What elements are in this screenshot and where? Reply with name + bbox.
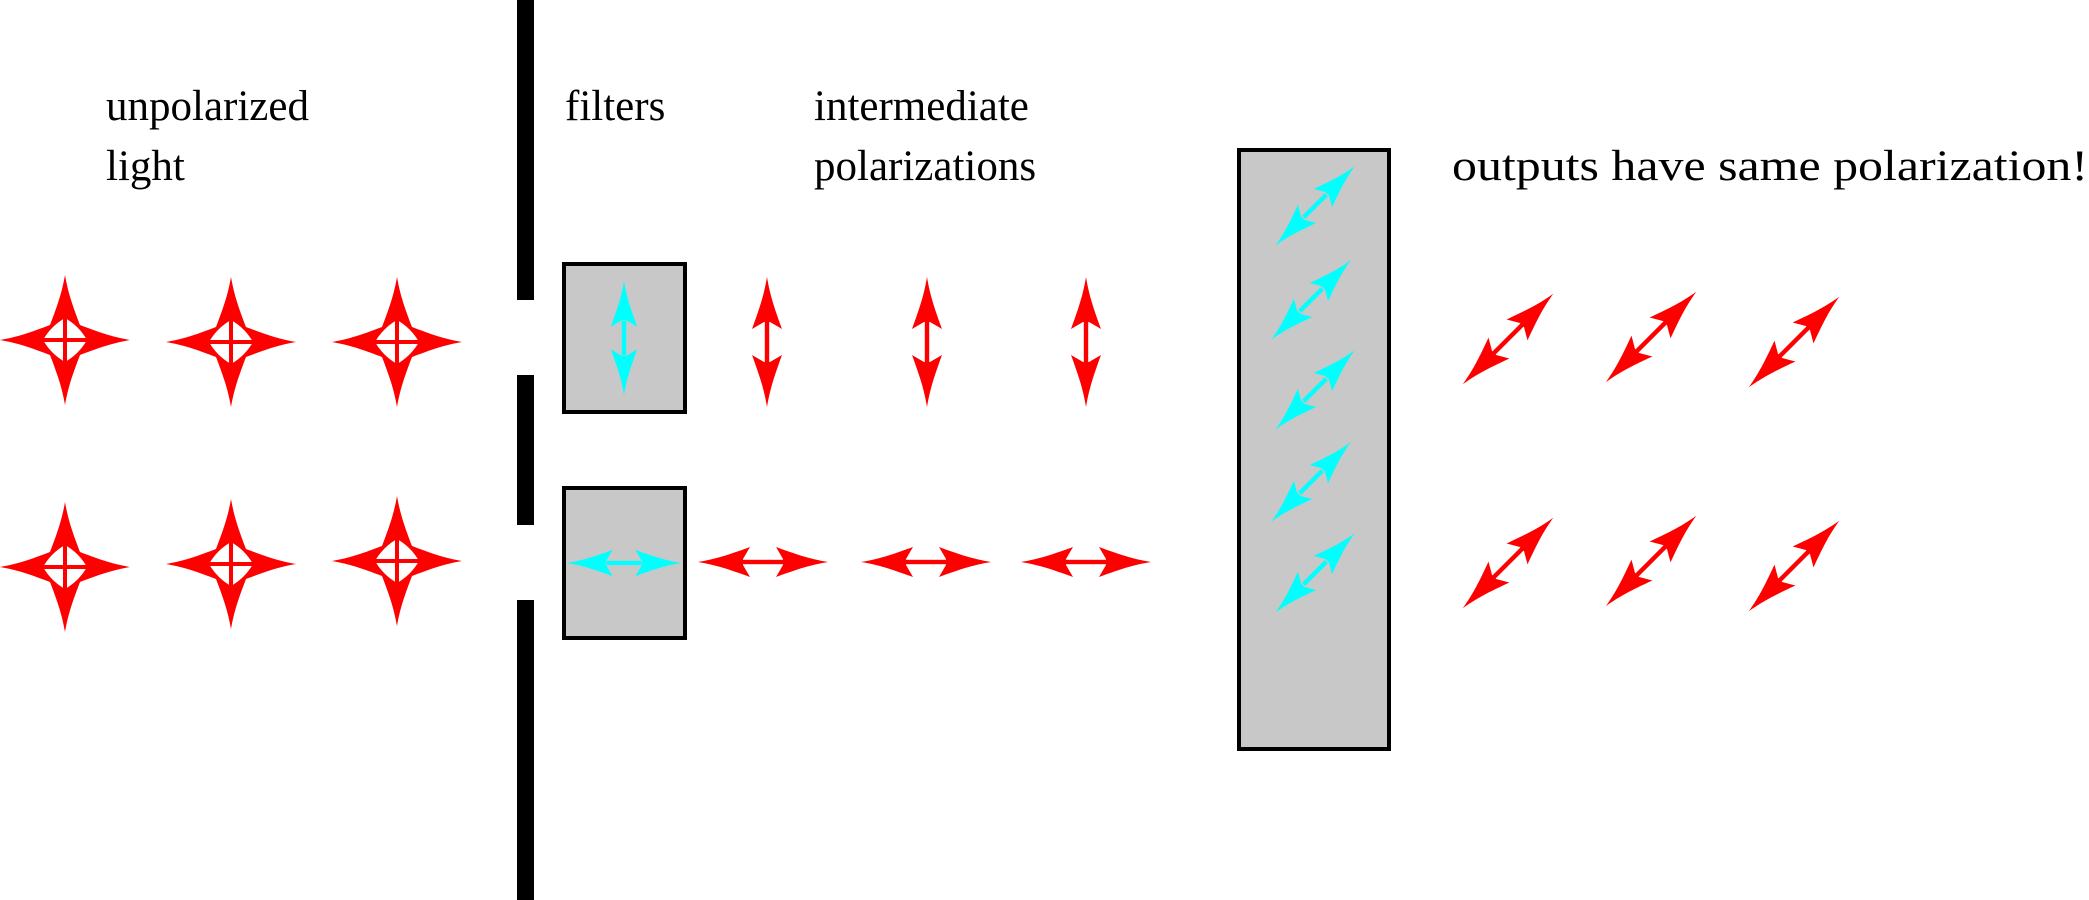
arrowhead-icon — [776, 547, 828, 577]
label-filters: filters — [565, 83, 665, 130]
arrow-shaft — [901, 559, 951, 565]
label-polarizations: polarizations — [814, 143, 1036, 190]
arrow-shaft — [1061, 559, 1111, 565]
arrow-shaft — [621, 321, 627, 355]
arrow-shaft — [1632, 542, 1670, 580]
unpolarized-light-2-3 — [332, 496, 462, 626]
intermediate-polarization-2-1 — [698, 547, 828, 577]
diagonal-filter-axis-1 — [1266, 157, 1364, 255]
cross-horizontal — [207, 562, 255, 566]
cross-horizontal — [207, 340, 255, 344]
arrow-shaft — [1302, 560, 1328, 586]
arrow-shaft — [1775, 547, 1813, 585]
arrowhead-icon — [1099, 547, 1151, 577]
arrowhead-icon — [912, 355, 942, 407]
arrow-shaft — [924, 317, 930, 367]
diagonal-filter-axis-4 — [1262, 433, 1360, 531]
arrow-shaft — [1302, 377, 1328, 403]
arrowhead-icon — [698, 547, 750, 577]
arrow-shaft — [1632, 318, 1670, 356]
intermediate-polarization-2-2 — [861, 547, 991, 577]
unpolarized-light-1-1 — [0, 275, 130, 405]
slit-wall — [517, 0, 534, 900]
label-light: light — [106, 143, 185, 190]
arrowhead-icon — [939, 547, 991, 577]
arrow-shaft — [1083, 317, 1089, 367]
unpolarized-light-2-2 — [166, 499, 296, 629]
arrow-shaft — [1298, 287, 1324, 313]
output-polarization-1-2 — [1595, 281, 1707, 393]
arrow-shaft — [764, 317, 770, 367]
wall-segment-top — [517, 0, 534, 300]
intermediate-polarization-1-2 — [912, 277, 942, 407]
arrow-shaft — [738, 559, 788, 565]
output-polarization-1-3 — [1738, 286, 1850, 398]
diagonal-filter-axis-2 — [1262, 251, 1360, 349]
wall-segment-bottom — [517, 600, 534, 900]
arrow-shaft — [1775, 323, 1813, 361]
unpolarized-light-1-3 — [332, 277, 462, 407]
arrow-shaft — [1298, 469, 1324, 495]
arrow-shaft — [607, 560, 641, 566]
wall-segment-middle — [517, 375, 534, 525]
output-polarization-2-2 — [1595, 505, 1707, 617]
intermediate-polarization-1-3 — [1071, 277, 1101, 407]
intermediate-polarization-2-3 — [1021, 547, 1151, 577]
arrowhead-icon — [912, 277, 942, 329]
label-unpolarized: unpolarized — [106, 83, 309, 130]
filter-axis-1 — [610, 281, 638, 395]
cross-horizontal — [41, 565, 89, 569]
label-intermediate: intermediate — [814, 83, 1029, 130]
intermediate-polarization-1-1 — [752, 277, 782, 407]
cross-horizontal — [373, 559, 421, 563]
cross-horizontal — [41, 338, 89, 342]
output-polarization-1-1 — [1452, 283, 1564, 395]
output-polarization-2-3 — [1738, 510, 1850, 622]
arrowhead-icon — [861, 547, 913, 577]
arrowhead-icon — [1071, 355, 1101, 407]
diagonal-filter-axis-5 — [1266, 524, 1364, 622]
diagonal-filter-axis-3 — [1266, 341, 1364, 439]
arrowhead-icon — [752, 355, 782, 407]
filter-axis-2 — [567, 549, 681, 577]
unpolarized-light-1-2 — [166, 277, 296, 407]
arrow-shaft — [1489, 544, 1527, 582]
arrowhead-icon — [1021, 547, 1073, 577]
label-outputs: outputs have same polarization! — [1452, 143, 2088, 190]
arrowhead-icon — [752, 277, 782, 329]
arrow-shaft — [1489, 320, 1527, 358]
arrow-shaft — [1302, 193, 1328, 219]
unpolarized-light-2-1 — [0, 502, 130, 632]
cross-horizontal — [373, 340, 421, 344]
filter-diagonal — [1237, 148, 1391, 751]
arrowhead-icon — [1071, 277, 1101, 329]
polarization-marks — [0, 157, 1850, 632]
output-polarization-2-1 — [1452, 507, 1564, 619]
